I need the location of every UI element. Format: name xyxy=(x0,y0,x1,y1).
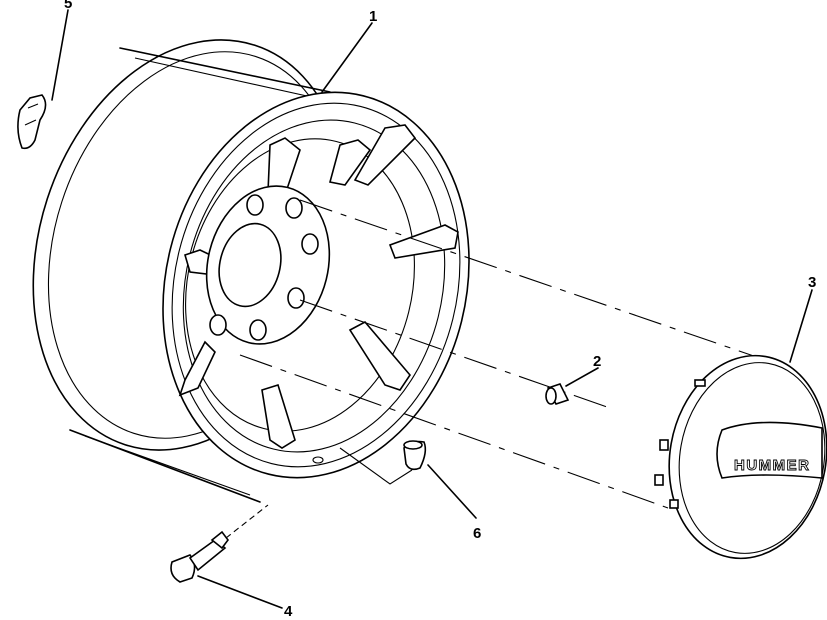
callout-retainer-clip: 5 xyxy=(64,0,72,12)
valve-stem: 4 xyxy=(170,504,293,620)
lug-holes xyxy=(209,194,319,341)
wheel-assembly: 1 xyxy=(32,8,470,503)
callout-lug-nut: 2 xyxy=(593,353,601,370)
center-cap: HUMMER 3 xyxy=(654,274,827,560)
balance-weight: 6 xyxy=(339,440,481,542)
exploded-lines xyxy=(239,199,781,509)
callout-wheel: 1 xyxy=(369,8,377,25)
callout-center-cap: 3 xyxy=(808,274,816,291)
callout-balance-weight: 6 xyxy=(473,525,481,542)
callout-valve-stem: 4 xyxy=(284,603,293,620)
lug-nut: 2 xyxy=(545,353,601,405)
cap-logo-text: HUMMER xyxy=(734,457,811,474)
retainer-clip: 5 xyxy=(17,0,72,150)
wheel-spokes xyxy=(178,124,459,449)
